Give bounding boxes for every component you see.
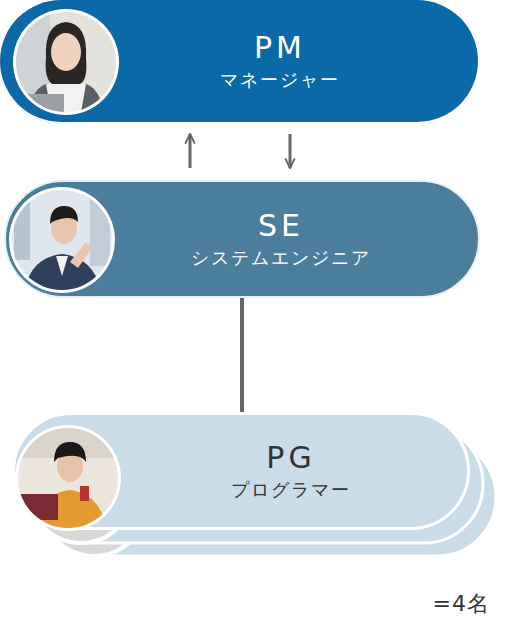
role-abbreviation: SE [258, 207, 304, 245]
manager-box: PMマネージャー [0, 0, 478, 122]
connector-arrow [189, 134, 192, 168]
connector-arrow [289, 134, 292, 168]
manager-photo [10, 6, 122, 118]
role-abbreviation: PM [254, 29, 306, 67]
role-name: プログラマー [231, 477, 351, 503]
connector-line [240, 298, 244, 412]
headcount-note: =4名 [433, 590, 490, 618]
text-stack: SEシステムエンジニア [114, 207, 448, 271]
role-name: マネージャー [220, 67, 340, 93]
programmer-photo [12, 422, 124, 534]
programmer-box: PGプログラマー [12, 412, 470, 530]
engineer-box: SEシステムエンジニア [4, 180, 480, 298]
role-name: システムエンジニア [191, 245, 371, 271]
engineer-photo [6, 184, 118, 296]
text-stack: PGプログラマー [135, 439, 447, 503]
text-stack: PMマネージャー [112, 29, 448, 93]
role-abbreviation: PG [266, 439, 315, 477]
